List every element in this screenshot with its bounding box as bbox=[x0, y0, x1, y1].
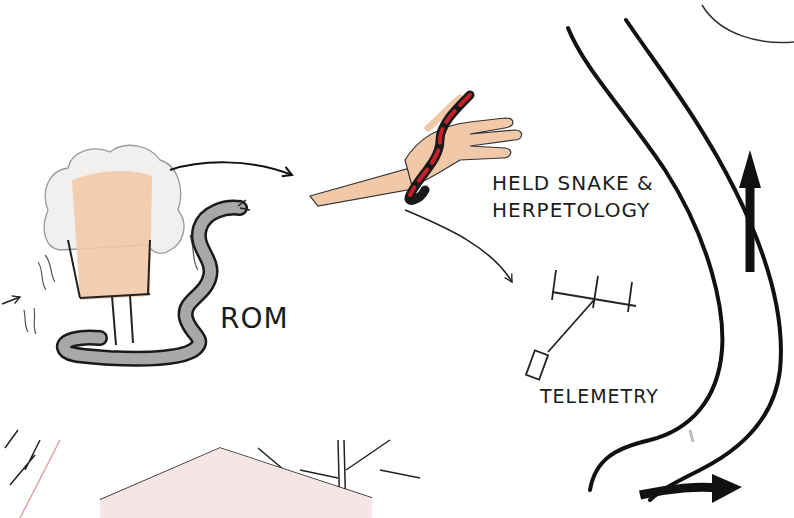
scribbles bbox=[38, 235, 198, 290]
tree-outline bbox=[68, 240, 150, 298]
antenna bbox=[526, 270, 636, 380]
scribbles bbox=[24, 308, 36, 334]
bottom-sketches bbox=[5, 430, 420, 518]
smudge bbox=[690, 430, 693, 442]
illustration-caption: HELD SNAKE & HERPETOLOGY bbox=[492, 170, 692, 224]
bottom-arrowhead bbox=[712, 474, 742, 503]
river-label: ROM bbox=[220, 300, 330, 338]
flow-band bbox=[568, 20, 781, 500]
tree-trunk bbox=[112, 295, 133, 345]
up-arrow-shaft bbox=[746, 180, 755, 272]
bottom-arrow-shaft bbox=[640, 487, 718, 495]
device-label: TELEMETRY bbox=[540, 384, 740, 410]
flow-arrow bbox=[170, 162, 292, 175]
roof-fill bbox=[100, 448, 372, 518]
up-arrowhead bbox=[739, 150, 761, 188]
river-source bbox=[238, 200, 250, 210]
arc-stroke bbox=[702, 5, 794, 43]
snake-bands bbox=[410, 95, 470, 195]
left-arrow bbox=[2, 297, 20, 304]
river bbox=[64, 208, 240, 359]
arm bbox=[310, 168, 418, 206]
tree-body bbox=[72, 171, 152, 300]
snake bbox=[409, 95, 470, 200]
